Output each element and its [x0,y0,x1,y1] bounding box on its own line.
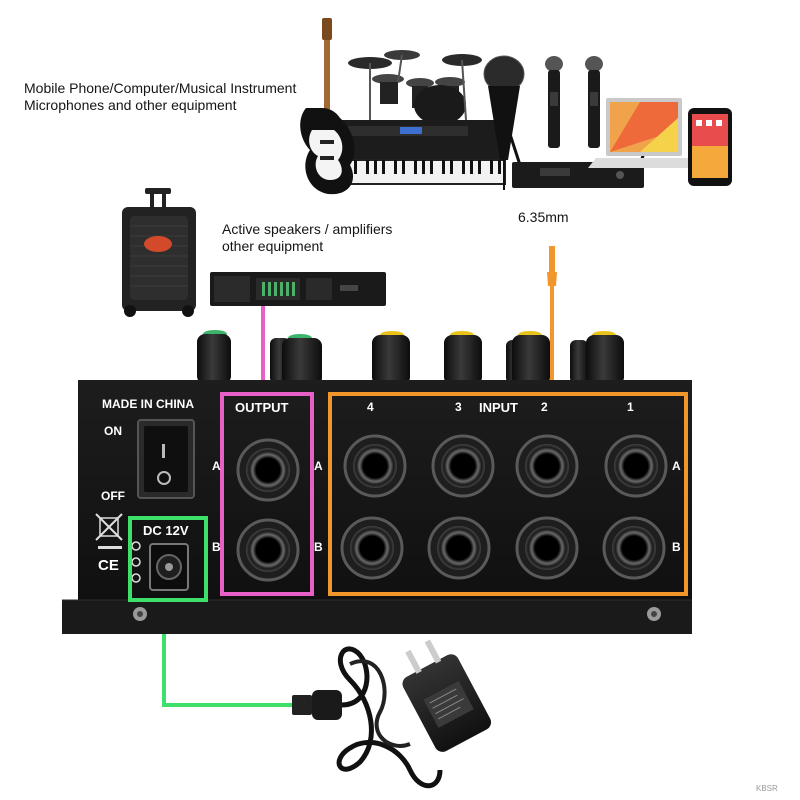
sources-caption-line1: Mobile Phone/Computer/Musical Instrument [24,80,297,96]
crossed-bin-icon [95,513,123,549]
power-connection-line [162,599,296,707]
input-jack-3a[interactable] [431,434,495,498]
electric-guitar-illustration [300,18,355,195]
speakers-caption-line1: Active speakers / amplifiers [222,221,393,237]
knob-input-3[interactable] [444,335,482,385]
trolley-speaker-illustration [122,188,196,317]
speakers-caption: Active speakers / amplifiers other equip… [222,221,392,255]
power-switch[interactable] [137,419,195,499]
input-jack-3b[interactable] [427,516,491,580]
output-label: OUTPUT [235,400,289,415]
speakers-caption-line2: other equipment [222,238,324,254]
input-label: INPUT [479,400,518,415]
power-highlight-box [128,516,208,602]
power-adapter-illustration [292,639,492,789]
laptop-illustration [588,98,700,168]
input-jack-4b[interactable] [340,516,404,580]
row-b-label-output-left: B [212,540,221,554]
source-equipment-illustration [300,18,732,195]
channel-4-label: 4 [367,400,374,414]
row-a-label-output-left: A [212,459,221,473]
row-b-label-output-right: B [314,540,323,554]
ce-mark: CE [98,557,119,574]
dc-power-jack[interactable] [149,543,189,591]
row-a-label-output-right: A [314,459,323,473]
sources-caption-line2: Microphones and other equipment [24,97,237,113]
dc-voltage-label: DC 12V [143,523,189,538]
output-jack-b[interactable] [236,518,300,582]
input-highlight-box [328,392,688,596]
knob-output-c[interactable] [282,338,322,386]
wireless-microphones-illustration [545,56,603,148]
channel-2-label: 2 [541,400,548,414]
input-jack-2a[interactable] [515,434,579,498]
input-jack-4a[interactable] [343,434,407,498]
amplifier-illustration [210,272,386,306]
channel-3-label: 3 [455,400,462,414]
knobs-row [197,330,624,386]
output-highlight-box [220,392,314,596]
smartphone-illustration [688,108,732,186]
row-a-label-input: A [672,459,681,473]
switch-on-label: ON [104,424,122,438]
knob-output-a[interactable] [197,334,231,384]
knob-input-4[interactable] [372,335,410,385]
output-jack-a[interactable] [236,438,300,502]
made-in-label: MADE IN CHINA [102,397,194,411]
sources-caption: Mobile Phone/Computer/Musical Instrument… [24,80,296,114]
jack-size-label: 6.35mm [518,209,569,225]
drum-kit-illustration [348,50,482,125]
input-jack-1b[interactable] [602,516,666,580]
switch-off-label: OFF [101,489,125,503]
watermark: KBSR [756,784,778,793]
knob-input-2[interactable] [512,335,550,385]
channel-1-label: 1 [627,400,634,414]
knob-input-1[interactable] [586,335,624,385]
input-jack-1a[interactable] [604,434,668,498]
input-jack-plug [547,246,557,394]
row-b-label-input: B [672,540,681,554]
dynamic-microphone-illustration [483,55,525,190]
input-jack-2b[interactable] [515,516,579,580]
keyboard-illustration [335,120,506,185]
